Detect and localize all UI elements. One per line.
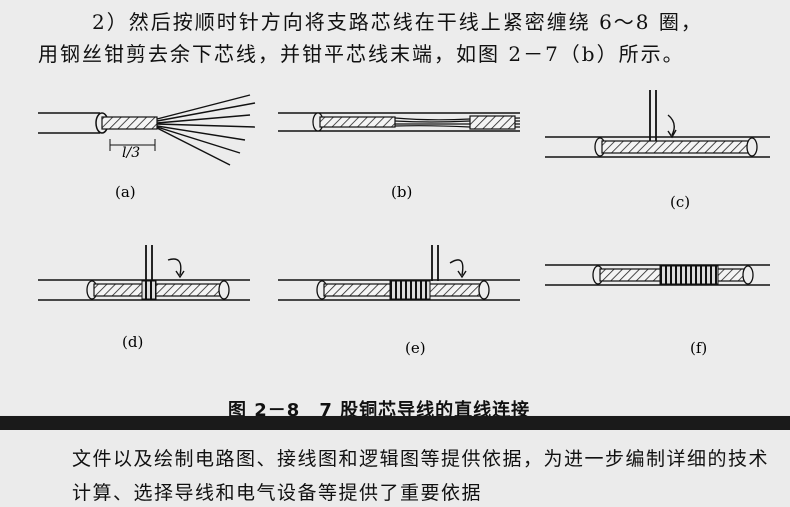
- label-a: (a): [115, 183, 136, 201]
- paragraph-line-1: 2）然后按顺时针方向将支路芯线在干线上紧密缠绕 6～8 圈，: [92, 10, 703, 34]
- diagram-a: [38, 94, 256, 166]
- label-f: (f): [690, 339, 707, 357]
- label-b: (b): [391, 183, 412, 201]
- upper-page: [0, 0, 790, 415]
- diagram-b: [278, 112, 521, 132]
- dimension-label: l/3: [122, 145, 140, 161]
- label-d: (d): [122, 333, 143, 351]
- bottom-paragraph-line-1: 文件以及绘制电路图、接线图和逻辑图等提供依据，为进一步编制详细的技术: [72, 448, 770, 470]
- diagram-f: [545, 264, 770, 286]
- diagram-d: [38, 245, 250, 301]
- label-c: (c): [670, 193, 690, 211]
- paragraph-line-2: 用钢丝钳剪去余下芯线，并钳平芯线末端，如图 2－7（b）所示。: [38, 42, 685, 66]
- wire-splice-figure: l/3 (a) (b) (c): [38, 90, 770, 357]
- diagram-e: [278, 245, 520, 301]
- label-e: (e): [405, 339, 426, 357]
- diagram-c: [545, 90, 770, 158]
- figure-caption: 图 2－8 7 股铜芯导线的直线连接: [228, 400, 531, 421]
- page-divider: [0, 416, 790, 430]
- lower-page: [0, 430, 790, 507]
- bottom-paragraph-line-2: 计算、选择导线和电气设备等提供了重要依据: [72, 482, 483, 504]
